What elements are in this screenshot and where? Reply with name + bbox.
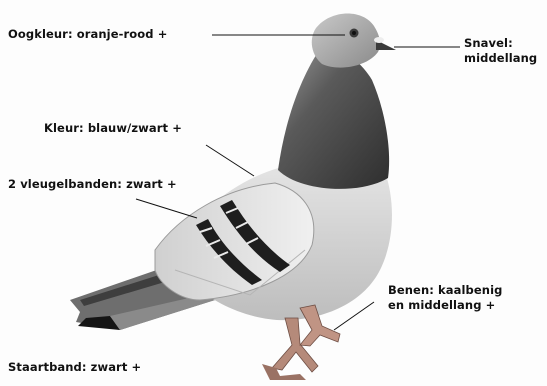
wing-bars-label: 2 vleugelbanden: zwart + [8, 177, 177, 192]
legs-label: Benen: kaalbenig en middellang + [388, 283, 502, 313]
eye-color-label: Oogkleur: oranje-rood + [8, 27, 167, 42]
beak-label-line2: middellang [464, 51, 537, 66]
beak-label: Snavel: middellang [464, 36, 537, 66]
legs-label-line1: Benen: kaalbenig [388, 283, 502, 298]
color-label-text: Kleur: blauw/zwart + [44, 121, 182, 136]
tail-band-text: Staartband: zwart + [8, 360, 141, 375]
wing-bar-pointer [136, 199, 197, 218]
pigeon-neck [278, 50, 389, 189]
beak-label-line1: Snavel: [464, 36, 537, 51]
legs-label-line2: en middellang + [388, 298, 502, 313]
pigeon-head [312, 13, 396, 67]
eye-color-text: Oogkleur: oranje-rood + [8, 27, 167, 42]
wing-bars-text: 2 vleugelbanden: zwart + [8, 177, 177, 192]
color-pointer [206, 145, 254, 176]
tail-band-label: Staartband: zwart + [8, 360, 141, 375]
color-label: Kleur: blauw/zwart + [44, 121, 182, 136]
